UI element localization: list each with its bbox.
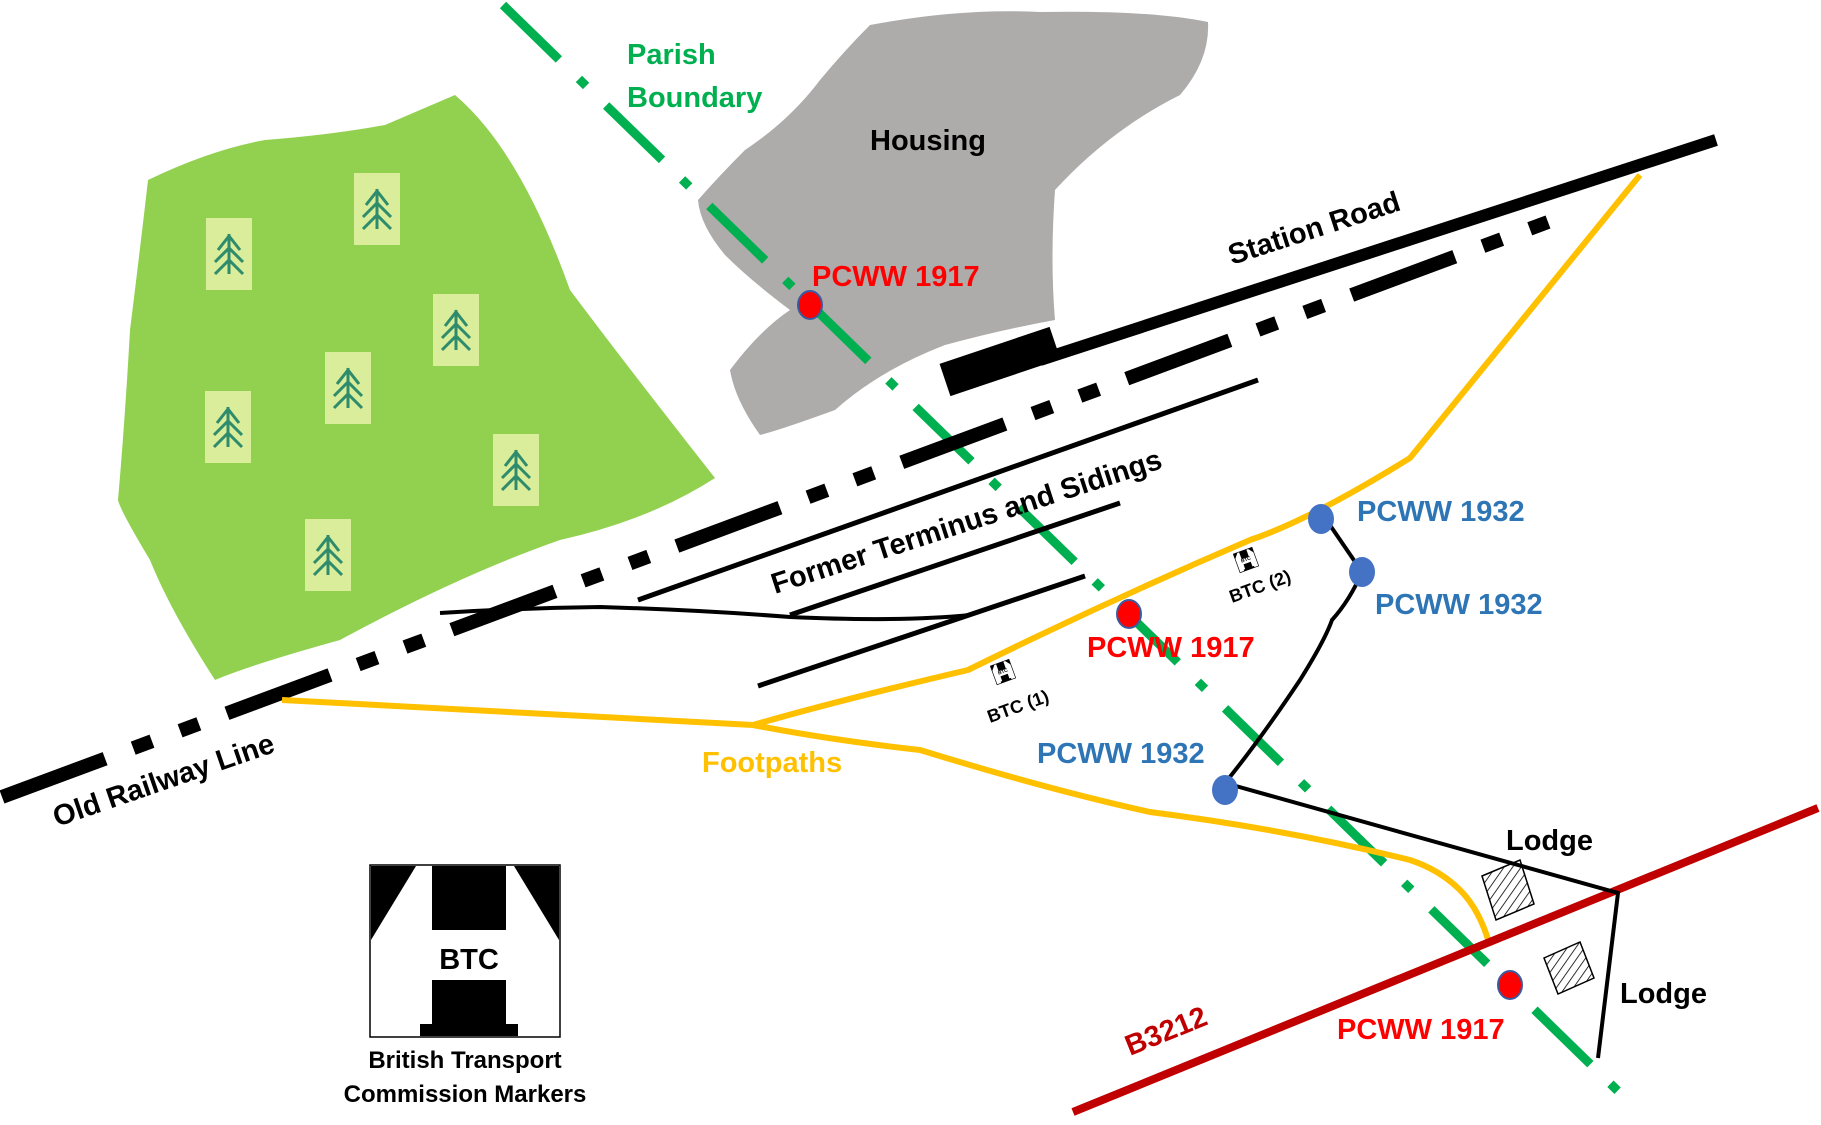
terminus-sidings (439, 377, 1259, 689)
btc-marker-2-icon[interactable]: BTC (1232, 546, 1260, 574)
btc-1-label: BTC (1) (985, 686, 1052, 727)
terminus-label: Former Terminus and Sidings (767, 444, 1166, 601)
btc-small-label: BTC (997, 667, 1009, 676)
pcww-1917-housing-label: PCWW 1917 (812, 261, 980, 293)
footpaths-label: Footpaths (702, 747, 842, 779)
btc-2-label: BTC (2) (1227, 566, 1294, 607)
pcww-1917-marker-road[interactable] (1497, 970, 1523, 1000)
pcww-1917-path-label: PCWW 1917 (1087, 632, 1255, 664)
pcww-1932-b-label: PCWW 1932 (1375, 589, 1543, 621)
station-building (939, 326, 1061, 397)
station-road-line (1038, 134, 1718, 366)
pcww-1932-marker-a[interactable] (1308, 504, 1334, 534)
tree-icons (205, 173, 539, 591)
parish-boundary-line (499, 1, 1626, 1099)
pcww-1932-marker-b[interactable] (1349, 557, 1375, 587)
pcww-1917-road-label: PCWW 1917 (1337, 1014, 1505, 1046)
btc-legend: BTC British Transport Commission Markers (344, 864, 587, 1108)
woodland-area (118, 95, 715, 680)
housing-label: Housing (870, 125, 986, 157)
btc-small-label: BTC (1240, 555, 1252, 564)
parish-boundary-label-line2: Boundary (627, 82, 762, 114)
old-railway-label: Old Railway Line (49, 728, 279, 834)
station-road-label: Station Road (1224, 186, 1404, 272)
b3212-label: B3212 (1121, 1001, 1212, 1063)
lodge-buildings (1481, 858, 1595, 996)
parish-boundary-label-line1: Parish (627, 39, 716, 71)
pcww-1932-marker-c[interactable] (1212, 775, 1238, 805)
pcww-1917-marker-housing[interactable] (797, 290, 823, 320)
old-railway-line (0, 215, 1551, 804)
btc-legend-caption-line1: British Transport (368, 1047, 561, 1074)
pcww-1932-c-label: PCWW 1932 (1037, 738, 1205, 770)
housing-area (698, 11, 1209, 435)
pcww-1917-marker-path[interactable] (1116, 599, 1142, 629)
lodge-upper-label: Lodge (1506, 825, 1593, 857)
btc-legend-symbol-text: BTC (439, 944, 499, 976)
btc-marker-1-icon[interactable]: BTC (989, 658, 1017, 686)
b3212-road (1071, 804, 1820, 1116)
pcww-1932-a-label: PCWW 1932 (1357, 496, 1525, 528)
btc-legend-caption-line2: Commission Markers (344, 1081, 587, 1108)
lodge-lower-label: Lodge (1620, 978, 1707, 1010)
